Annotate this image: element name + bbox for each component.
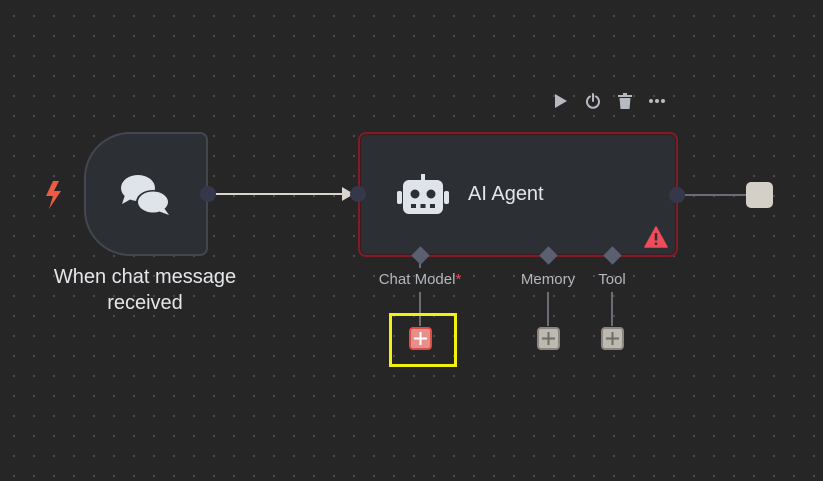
plus-icon [414, 332, 427, 345]
chat-model-highlight [389, 313, 457, 367]
robot-icon [396, 174, 450, 218]
connection-arrowhead [342, 187, 354, 201]
add-memory-button[interactable] [537, 327, 560, 350]
agent-output-handle[interactable] [669, 187, 685, 203]
more-horizontal-icon[interactable] [648, 91, 666, 111]
warning-triangle-icon[interactable] [644, 226, 668, 248]
play-icon[interactable] [552, 91, 570, 111]
trigger-node-label: When chat message received [53, 266, 237, 314]
memory-label: Memory [520, 271, 576, 288]
add-next-node-button[interactable] [746, 182, 773, 208]
chat-bubbles-icon [118, 172, 174, 218]
plus-icon [606, 332, 619, 345]
lightning-bolt-icon [42, 180, 64, 210]
power-icon[interactable] [584, 91, 602, 111]
plus-icon [542, 332, 555, 345]
trash-icon[interactable] [616, 91, 634, 111]
tool-label: Tool [598, 271, 626, 288]
required-asterisk: * [455, 271, 462, 288]
agent-input-handle[interactable] [350, 186, 366, 202]
chat-model-label: Chat Model* [378, 271, 462, 288]
add-tool-button[interactable] [601, 327, 624, 350]
node-toolbar [552, 90, 666, 112]
agent-node-title: AI Agent [468, 183, 544, 205]
trigger-output-handle[interactable] [200, 186, 216, 202]
add-chat-model-button[interactable] [409, 327, 432, 350]
